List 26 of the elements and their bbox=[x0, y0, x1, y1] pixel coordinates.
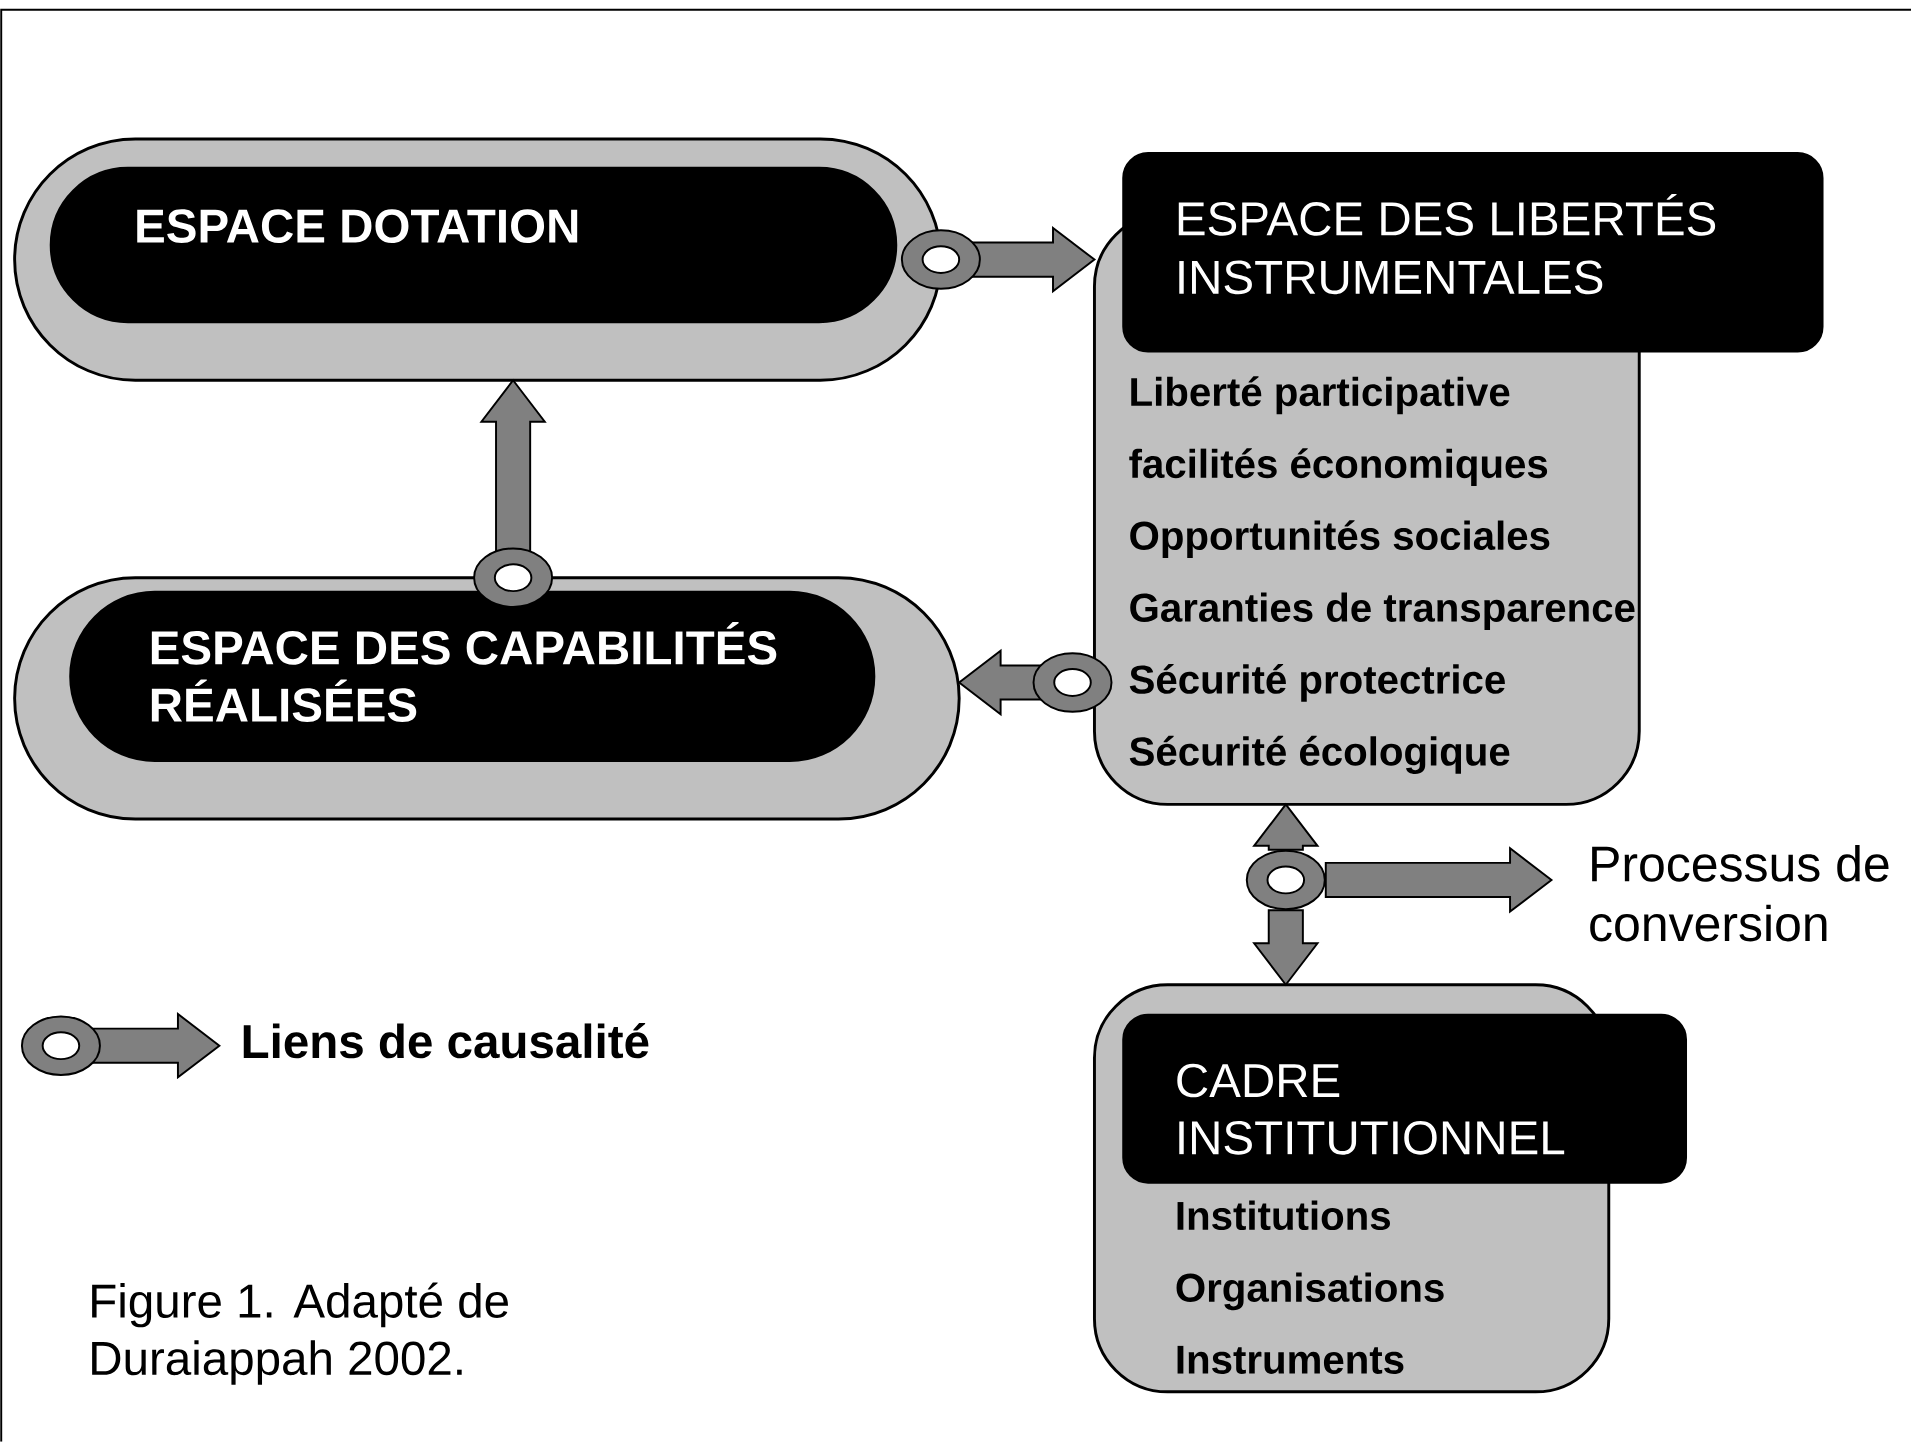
annotation-text: Processus de conversion bbox=[1590, 845, 1889, 942]
list-item: Opportunités sociales bbox=[1130, 520, 1550, 559]
block-arrow bbox=[900, 226, 1097, 294]
panel bbox=[1093, 983, 1688, 1394]
list-item: Organisations bbox=[1176, 1272, 1444, 1311]
list-item: Institutions bbox=[1177, 1200, 1390, 1231]
box-heading: ESPACE DES CAPABILITÉS RÉALISÉES bbox=[151, 622, 777, 723]
box-heading: ESPACE DES LIBERTÉS INSTRUMENTALES bbox=[1178, 194, 1716, 295]
ring-junction bbox=[1245, 849, 1326, 911]
list-item: Liberté participative bbox=[1131, 376, 1510, 415]
figure-caption: Figure 1. Adapté de Duraiappah 2002. bbox=[92, 1282, 508, 1385]
legend-text: Liens de causalité bbox=[243, 1023, 649, 1059]
block-arrow bbox=[473, 378, 554, 609]
block-arrow bbox=[1252, 909, 1320, 987]
box-heading: CADRE INSTITUTIONNEL bbox=[1177, 1063, 1565, 1155]
list-item: Sécurité écologique bbox=[1129, 736, 1510, 774]
panel bbox=[1093, 152, 1824, 806]
box-heading: ESPACE DOTATION bbox=[137, 209, 578, 244]
stadium-box bbox=[13, 576, 961, 821]
list-item: Instruments bbox=[1177, 1346, 1404, 1375]
block-arrow bbox=[1324, 846, 1554, 914]
list-item: Sécurité protectrice bbox=[1129, 664, 1505, 702]
block-arrow bbox=[957, 648, 1113, 717]
list-item: facilités économiques bbox=[1129, 448, 1548, 487]
block-arrow bbox=[1252, 802, 1320, 851]
list-item: Garanties de transparence bbox=[1130, 592, 1635, 630]
